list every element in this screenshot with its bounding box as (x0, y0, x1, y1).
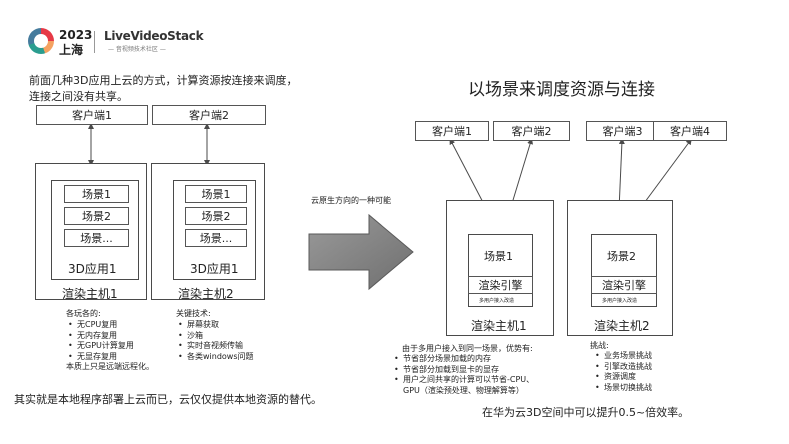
right-host-1-multi: 多用户接入改造 (479, 298, 515, 304)
brand-sub: — 音视频技术社区 — (108, 46, 166, 53)
left-host-1-scene-1: 场景1 (64, 185, 129, 203)
chal-title: 挑战: (590, 341, 609, 350)
adv-title: 由于多用户接入到同一场景，优势有: (402, 344, 533, 353)
tech-item: 沙箱 (176, 331, 254, 342)
event-city: 上海 (59, 43, 84, 57)
adv-list: 节省部分场景加载的内存 节省部分加载到显卡的显存 用户之间共享的计算可以节省-C… (392, 354, 534, 386)
arrow-label: 云原生方向的一种可能 (311, 196, 391, 205)
right-client-4: 客户端4 (653, 121, 727, 141)
pros-note: 本质上只是远端远程化。 (66, 362, 154, 371)
pros-item: 无CPU复用 (66, 320, 134, 331)
left-host-2-scene-2: 场景2 (185, 207, 247, 225)
left-client-2: 客户端2 (152, 105, 266, 125)
chal-item: 业务场景挑战 (593, 351, 652, 362)
left-host-1-scene-2: 场景2 (64, 207, 129, 225)
right-client-3: 客户端3 (586, 121, 659, 141)
left-conclusion: 其实就是本地程序部署上云而已，云仅仅提供本地资源的替代。 (14, 393, 322, 406)
event-logo (28, 28, 54, 54)
header-divider (94, 31, 95, 53)
adv-cont: GPU（渲染预处理、物理解算等） (403, 386, 524, 395)
left-host-2-name: 渲染主机2 (178, 287, 234, 301)
tech-item: 屏幕获取 (176, 320, 254, 331)
pros-list: 无CPU复用 无内存复用 无GPU计算复用 无显存复用 (66, 320, 134, 362)
event-logo-core (34, 34, 48, 48)
right-result: 在华为云3D空间中可以提升0.5~倍效率。 (482, 406, 690, 419)
left-host-1-scene-3: 场景... (64, 229, 129, 247)
brand-name: LiveVideoStack (104, 29, 204, 43)
left-client-1: 客户端1 (36, 105, 148, 125)
tech-list: 屏幕获取 沙箱 实时音视频传输 各类windows问题 (176, 320, 254, 362)
chal-item: 场景切换挑战 (593, 383, 652, 394)
chal-list: 业务场景挑战 引擎改造挑战 资源调度 场景切换挑战 (593, 351, 652, 393)
left-host-1-name: 渲染主机1 (62, 287, 118, 301)
adv-item: 节省部分场景加载的内存 (392, 354, 534, 365)
intro-line-2: 连接之间没有共享。 (29, 90, 128, 103)
tech-item: 各类windows问题 (176, 352, 254, 363)
adv-item: 节省部分加载到显卡的显存 (392, 365, 534, 376)
right-host-1-name: 渲染主机1 (471, 319, 527, 333)
right-client-1: 客户端1 (415, 121, 489, 141)
left-host-2-app-label: 3D应用1 (190, 262, 239, 276)
right-host-1-engine: 渲染引擎 (468, 276, 533, 294)
left-host-2-scene-1: 场景1 (185, 185, 247, 203)
right-title: 以场景来调度资源与连接 (468, 80, 655, 100)
chal-item: 资源调度 (593, 372, 652, 383)
right-host-1-scene: 场景1 (484, 250, 513, 263)
event-year: 2023 (59, 28, 93, 42)
pros-item: 无内存复用 (66, 331, 134, 342)
right-host-2-inner (591, 234, 657, 307)
adv-item: 用户之间共享的计算可以节省-CPU、 (392, 375, 534, 386)
big-arrow-shape (308, 213, 414, 291)
chal-item: 引擎改造挑战 (593, 362, 652, 373)
pros-item: 无显存复用 (66, 352, 134, 363)
right-host-1 (446, 200, 554, 336)
right-host-2-engine: 渲染引擎 (591, 276, 657, 294)
pros-title: 各玩各的: (66, 309, 101, 318)
tech-item: 实时音视频传输 (176, 341, 254, 352)
right-host-2-scene: 场景2 (607, 250, 636, 263)
left-host-2-scene-3: 场景... (185, 229, 247, 247)
right-host-2-name: 渲染主机2 (594, 319, 650, 333)
tech-title: 关键技术: (176, 309, 211, 318)
pros-item: 无GPU计算复用 (66, 341, 134, 352)
big-arrow (308, 213, 414, 291)
right-host-1-inner (468, 234, 533, 307)
right-host-2-multi: 多用户接入改造 (602, 298, 638, 304)
left-host-1-app-label: 3D应用1 (68, 262, 117, 276)
right-client-2: 客户端2 (493, 121, 570, 141)
intro-line-1: 前面几种3D应用上云的方式，计算资源按连接来调度， (29, 74, 298, 87)
